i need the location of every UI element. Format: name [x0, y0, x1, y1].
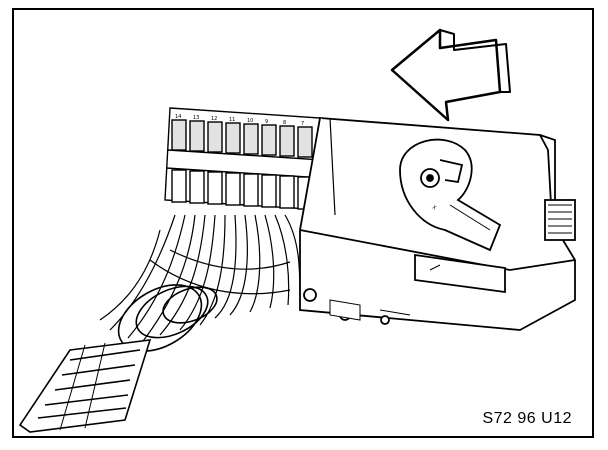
terminal-block [164, 107, 326, 211]
pin-number: 13 [193, 115, 199, 121]
pin-number: 9 [265, 119, 268, 125]
rotary-latch [399, 138, 502, 252]
pin-number: 10 [247, 118, 253, 124]
part-number-label: X [431, 205, 437, 212]
pin-number: 11 [229, 117, 235, 123]
pin-number: 12 [211, 116, 217, 122]
pin-number: 14 [175, 114, 181, 120]
figure-code: S72 96 U12 [482, 410, 572, 427]
pin-number: 7 [301, 121, 304, 127]
direction-arrow [390, 28, 511, 122]
wire-loops [117, 284, 218, 352]
taped-bundle [18, 339, 152, 433]
pin-number: 8 [283, 120, 286, 126]
wire-harness [99, 214, 301, 346]
pin-numbers: 14 13 12 11 10 9 8 7 [175, 114, 304, 127]
